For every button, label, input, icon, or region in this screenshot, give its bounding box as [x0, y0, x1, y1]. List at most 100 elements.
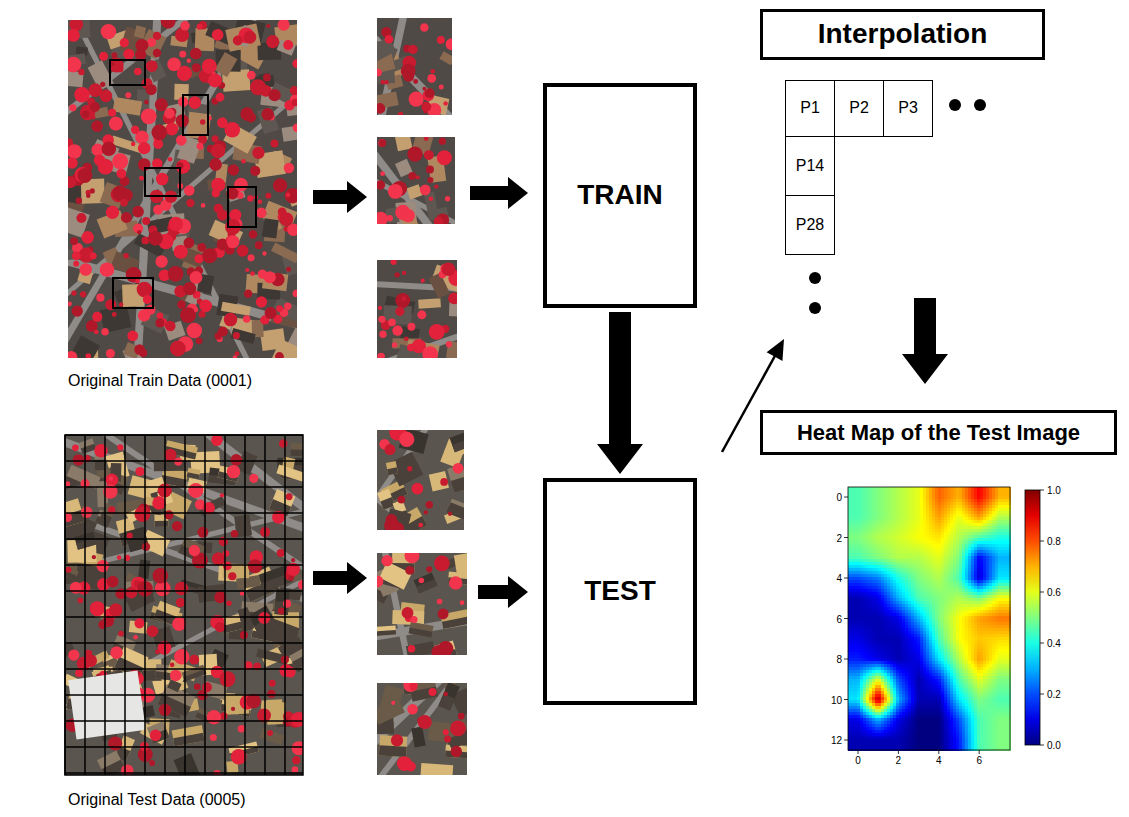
heat-cell [890, 535, 894, 539]
heat-cell [863, 526, 867, 530]
tree [74, 87, 89, 102]
roof-shadow [379, 745, 407, 757]
tree [143, 295, 152, 304]
heat-cell [971, 520, 975, 524]
heat-cell [1004, 532, 1008, 536]
tree [392, 342, 397, 347]
heat-cell [962, 532, 966, 536]
heat-cell [1004, 508, 1008, 512]
heat-cell [950, 490, 954, 494]
heat-cell [914, 502, 918, 506]
tree [231, 749, 247, 765]
heat-cell [848, 526, 852, 530]
heat-cell [962, 529, 966, 533]
heat-cell [872, 529, 876, 533]
tree [69, 17, 83, 31]
tree [372, 575, 384, 587]
heat-cell [953, 526, 957, 530]
heat-cell [857, 529, 861, 533]
tree [233, 332, 240, 339]
heat-cell [998, 526, 1002, 530]
heat-cell [968, 490, 972, 494]
heat-cell [950, 520, 954, 524]
heat-cell [950, 529, 954, 533]
heat-cell [911, 511, 915, 515]
heat-cell [938, 502, 942, 506]
tree [406, 762, 416, 772]
heat-cell [911, 490, 915, 494]
heat-cell [857, 496, 861, 500]
tree [391, 734, 403, 746]
heat-cell [848, 499, 852, 503]
tree [102, 142, 117, 157]
tree [117, 444, 123, 450]
heat-cell [977, 526, 981, 530]
tree [77, 168, 92, 183]
heat-cell [929, 517, 933, 521]
heat-cell [1001, 523, 1005, 527]
heat-cell [878, 502, 882, 506]
heat-cell [986, 520, 990, 524]
heat-cell [953, 523, 957, 527]
heat-cell [908, 490, 912, 494]
heat-cell [1001, 490, 1005, 494]
tree [429, 324, 445, 340]
tree [408, 45, 417, 54]
heat-cell [914, 499, 918, 503]
heat-cell [917, 499, 921, 503]
tree [422, 346, 438, 362]
heat-cell [860, 535, 864, 539]
tree [444, 735, 451, 742]
tree [92, 312, 102, 322]
heat-cell [983, 502, 987, 506]
heat-cell [863, 502, 867, 506]
heat-cell [860, 508, 864, 512]
tree [210, 734, 217, 741]
heat-cell [869, 520, 873, 524]
heat-cell [857, 511, 861, 515]
heat-cell [989, 511, 993, 515]
heat-cell [866, 490, 870, 494]
heat-cell [938, 499, 942, 503]
tree [187, 323, 202, 338]
tree [199, 300, 212, 313]
tree [70, 237, 78, 245]
heat-cell [917, 496, 921, 500]
tree [183, 238, 194, 249]
heat-cell [938, 511, 942, 515]
heat-cell [860, 487, 864, 491]
heat-cell [884, 532, 888, 536]
heat-cell [857, 523, 861, 527]
heat-cell [851, 514, 855, 518]
tree [110, 646, 123, 659]
tree [197, 24, 203, 30]
heat-cell [1004, 493, 1008, 497]
heat-cell [968, 514, 972, 518]
tree [380, 171, 385, 176]
tree [134, 618, 144, 628]
heat-cell [992, 508, 996, 512]
heat-cell [926, 535, 930, 539]
heat-cell [863, 490, 867, 494]
heat-cell [980, 520, 984, 524]
heat-cell [992, 517, 996, 521]
tree [202, 59, 217, 74]
tree [71, 290, 76, 295]
heat-cell [869, 526, 873, 530]
heat-cell [911, 532, 915, 536]
heat-cell [914, 490, 918, 494]
heat-cell [887, 514, 891, 518]
tree [70, 582, 82, 594]
heat-cell [887, 487, 891, 491]
tree [65, 481, 70, 486]
pointer-head [767, 339, 784, 365]
heat-cell [965, 523, 969, 527]
tree [241, 159, 245, 163]
heat-cell [875, 511, 879, 515]
heat-cell [857, 502, 861, 506]
heat-cell [914, 511, 918, 515]
tree [137, 230, 141, 234]
heat-cell [935, 523, 939, 527]
tree [276, 305, 283, 312]
heat-cell [941, 520, 945, 524]
